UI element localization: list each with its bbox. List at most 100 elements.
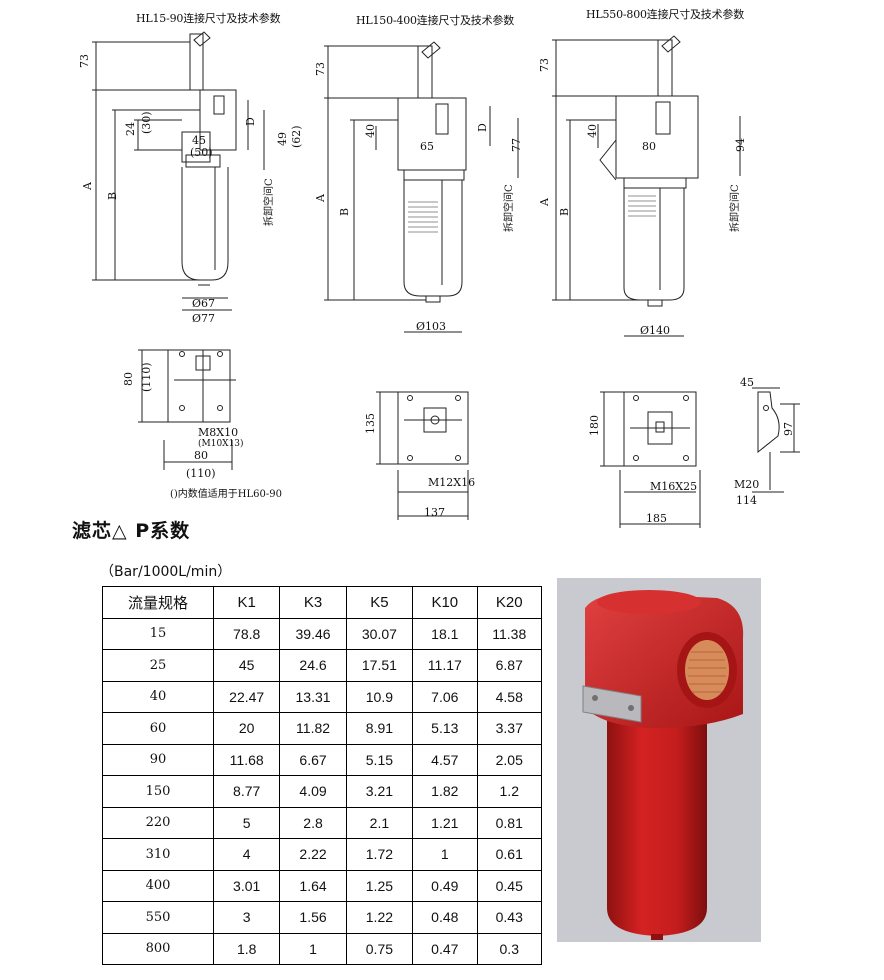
hl15-side-view	[92, 31, 265, 311]
k-factor-cell: 0.48	[412, 901, 478, 934]
hl15-dim-30: (30)	[140, 111, 153, 134]
k-factor-cell: 10.9	[345, 680, 414, 713]
k-factor-cell: 4.58	[476, 680, 543, 713]
k-factor-cell: 2.22	[279, 838, 347, 871]
k-factor-cell: 1	[279, 932, 347, 965]
k-factor-cell: 78.8	[212, 617, 281, 650]
flow-spec-cell: 550	[102, 901, 214, 934]
filter-housing-photo	[557, 578, 761, 942]
hl550-base-185: 185	[646, 512, 667, 525]
hl15-dim-62: (62)	[290, 125, 303, 148]
hl15-dim-24: 24	[124, 122, 137, 136]
hl150-dim-77: 77	[510, 138, 523, 152]
k-factor-cell: 30.07	[345, 617, 414, 650]
k-factor-cell: 5.13	[412, 712, 478, 745]
hl550-dim-b: B	[558, 208, 571, 216]
flow-spec-cell: 800	[102, 932, 214, 965]
k-factor-cell: 7.06	[412, 680, 478, 713]
k-factor-cell: 11.68	[212, 743, 281, 776]
hl150-dim-c: 拆卸空间C	[502, 184, 515, 232]
table-header-cell: K3	[279, 586, 347, 619]
table-header-cell: K20	[476, 586, 543, 619]
k-factor-cell: 8.77	[212, 775, 281, 808]
hl15-dim-50: (50)	[190, 146, 213, 159]
hl15-dim-d: D	[244, 117, 257, 126]
k-factor-cell: 11.38	[476, 617, 543, 650]
hl550-dim-c: 拆卸空间C	[728, 184, 741, 232]
k-factor-cell: 39.46	[279, 617, 347, 650]
hl15-dim-dia67: Ø67	[192, 297, 215, 310]
flow-spec-cell: 150	[102, 775, 214, 808]
hl15-dim-45: 45	[192, 134, 206, 147]
hl550-dim-94: 94	[734, 138, 747, 152]
units-label: （Bar/1000L/min）	[100, 564, 232, 580]
hl15-base-note: ()内数值适用于HL60-90	[170, 487, 282, 500]
hl15-base-thread2: (M10X13)	[198, 438, 244, 449]
drawing-title-hl15: HL15-90连接尺寸及技术参数	[136, 12, 281, 25]
hl550-side-m20: M20	[734, 478, 759, 491]
k-factor-cell: 0.45	[476, 869, 543, 902]
hl150-dim-d: D	[476, 123, 489, 132]
k-factor-cell: 1	[412, 838, 478, 871]
hl150-dim-65: 65	[420, 140, 434, 153]
hl150-dim-dia103: Ø103	[416, 320, 446, 333]
hl15-base-110: (110)	[140, 362, 153, 392]
k-factor-cell: 13.31	[279, 680, 347, 713]
k-factor-cell: 1.72	[345, 838, 414, 871]
k-factor-cell: 8.91	[345, 712, 414, 745]
hl15-base-80: 80	[122, 372, 135, 386]
k-factor-cell: 1.21	[412, 806, 478, 839]
hl550-dim-73: 73	[538, 58, 551, 72]
k-factor-cell: 11.82	[279, 712, 347, 745]
hl550-dim-40: 40	[586, 124, 599, 138]
hl15-base-w110: (110)	[186, 467, 216, 480]
section-title: 滤芯△ P系数	[72, 520, 191, 542]
k-factor-cell: 0.49	[412, 869, 478, 902]
k-factor-cell: 3.21	[345, 775, 414, 808]
flow-spec-cell: 40	[102, 680, 214, 713]
k-factor-cell: 0.47	[412, 932, 478, 965]
k-factor-cell: 24.6	[279, 649, 347, 682]
k-factor-cell: 22.47	[212, 680, 281, 713]
hl15-base-view	[138, 349, 236, 470]
hl150-base-thread: M12X16	[428, 476, 475, 489]
hl15-dim-73: 73	[78, 54, 91, 68]
k-factor-cell: 1.64	[279, 869, 347, 902]
k-factor-cell: 0.3	[476, 932, 543, 965]
k-factor-cell: 0.81	[476, 806, 543, 839]
k-factor-cell: 2.1	[345, 806, 414, 839]
hl550-side-view	[552, 35, 741, 337]
hl550-side-97: 97	[782, 422, 795, 436]
hl15-dim-49: 49	[276, 132, 289, 146]
k-factor-cell: 4.09	[279, 775, 347, 808]
flow-spec-cell: 220	[102, 806, 214, 839]
hl550-base-thread: M16X25	[650, 480, 697, 493]
k-factor-cell: 1.22	[345, 901, 414, 934]
hl550-dim-a: A	[538, 197, 551, 207]
k-factor-cell: 3.37	[476, 712, 543, 745]
hl15-base-w80: 80	[194, 449, 208, 462]
k-factor-cell: 4	[212, 838, 281, 871]
k-factor-cell: 17.51	[345, 649, 414, 682]
flow-spec-cell: 15	[102, 617, 214, 650]
hl550-side-114: 114	[736, 494, 757, 507]
k-factor-cell: 18.1	[412, 617, 478, 650]
k-factor-cell: 11.17	[412, 649, 478, 682]
table-header-cell: K1	[212, 586, 281, 619]
k-factor-cell: 5	[212, 806, 281, 839]
hl15-dim-c: 拆卸空间C	[262, 178, 275, 226]
k-factor-cell: 0.43	[476, 901, 543, 934]
k-factor-cell: 0.61	[476, 838, 543, 871]
hl550-base-view	[600, 387, 800, 528]
hl550-dim-dia140: Ø140	[640, 324, 670, 337]
hl150-dim-b: B	[338, 208, 351, 216]
k-factor-cell: 4.57	[412, 743, 478, 776]
k-factor-cell: 1.8	[212, 932, 281, 965]
k-factor-cell: 1.2	[476, 775, 543, 808]
